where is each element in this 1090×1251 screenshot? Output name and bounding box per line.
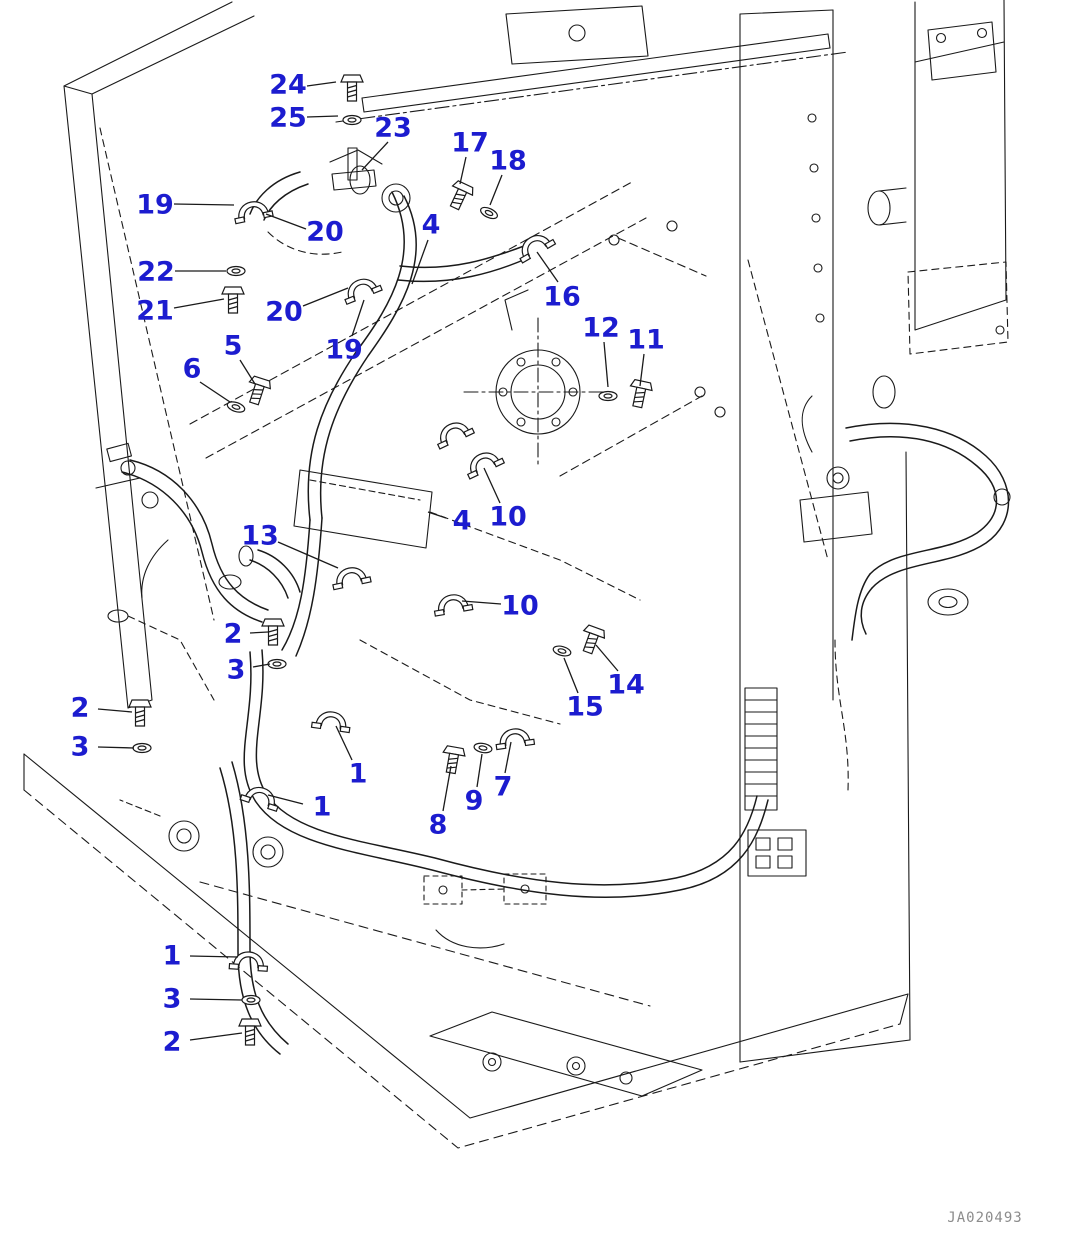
drawing-code: JA020493 — [947, 1210, 1023, 1226]
